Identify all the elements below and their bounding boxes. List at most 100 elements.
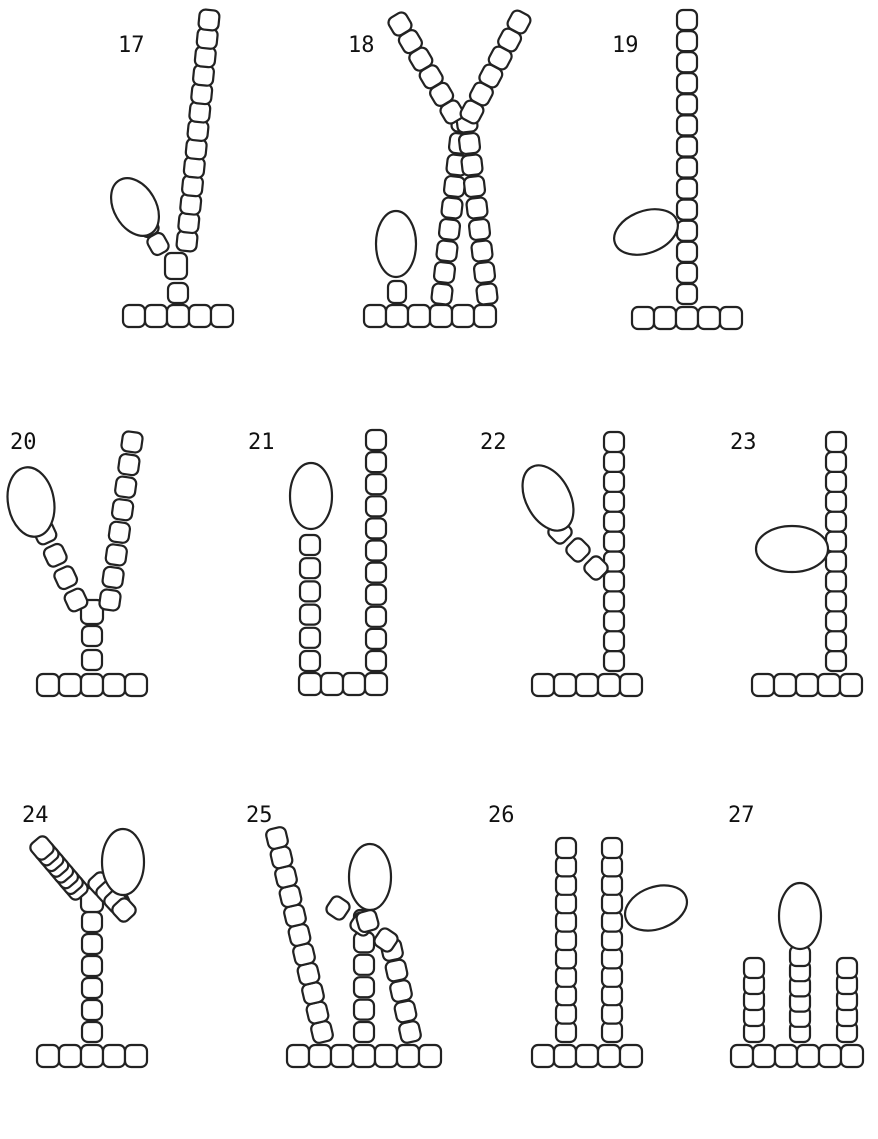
- base-cell: [189, 305, 211, 327]
- figure-label-17: 17: [118, 33, 145, 58]
- base-cell: [299, 673, 321, 695]
- figure-label-24: 24: [22, 803, 49, 828]
- cell: [355, 909, 380, 934]
- cell: [556, 912, 576, 932]
- cell: [677, 94, 697, 114]
- cell: [556, 930, 576, 950]
- cell: [604, 631, 624, 651]
- figure-20-drawing: [2, 431, 147, 696]
- cell: [556, 838, 576, 858]
- base-cell: [796, 674, 818, 696]
- cell: [677, 31, 697, 51]
- base-cell: [103, 1045, 125, 1067]
- base-cell: [81, 1045, 103, 1067]
- cell: [300, 581, 320, 601]
- cell: [461, 154, 483, 176]
- cell: [677, 221, 697, 241]
- cell: [300, 535, 320, 555]
- cell: [82, 1000, 102, 1020]
- base-cell: [321, 673, 343, 695]
- cell: [108, 521, 131, 544]
- cell: [677, 115, 697, 135]
- base-cell: [287, 1045, 309, 1067]
- base-cell: [125, 674, 147, 696]
- cell: [677, 73, 697, 93]
- base-cell: [123, 305, 145, 327]
- base-cell: [774, 674, 796, 696]
- cell: [556, 1022, 576, 1042]
- cell: [556, 893, 576, 913]
- cell: [366, 496, 386, 516]
- cell: [468, 218, 490, 240]
- cell: [300, 628, 320, 648]
- base-cell: [532, 674, 554, 696]
- base-cell: [59, 674, 81, 696]
- cell: [604, 571, 624, 591]
- base-cell: [775, 1045, 797, 1067]
- cell: [102, 566, 125, 589]
- cell: [366, 541, 386, 561]
- cell: [52, 564, 79, 591]
- cell: [604, 512, 624, 532]
- cell: [604, 651, 624, 671]
- cell: [604, 611, 624, 631]
- cell: [431, 283, 453, 305]
- figure-21-drawing: [290, 430, 387, 695]
- base-cell: [331, 1045, 353, 1067]
- cell: [677, 158, 697, 178]
- cell: [82, 626, 102, 646]
- figure-22-drawing: [512, 432, 642, 696]
- base-cell: [309, 1045, 331, 1067]
- cell: [463, 175, 485, 197]
- base-cell: [353, 1045, 375, 1067]
- figure-23-drawing: [752, 432, 862, 696]
- cell: [366, 651, 386, 671]
- base-cell: [452, 305, 474, 327]
- base-cell: [37, 1045, 59, 1067]
- cell: [826, 552, 846, 572]
- base-cell: [211, 305, 233, 327]
- cell: [466, 197, 488, 219]
- oval-body: [619, 877, 694, 938]
- cell: [82, 956, 102, 976]
- base-cell: [343, 673, 365, 695]
- cell: [677, 10, 697, 30]
- cell: [354, 1022, 374, 1042]
- cell: [300, 605, 320, 625]
- base-cell: [386, 305, 408, 327]
- cell: [604, 591, 624, 611]
- oval-body: [376, 211, 416, 277]
- cell: [42, 542, 69, 569]
- base-cell: [720, 307, 742, 329]
- cell: [265, 826, 289, 850]
- cell: [441, 197, 463, 219]
- cell: [677, 52, 697, 72]
- base-cell: [125, 1045, 147, 1067]
- base-cell: [797, 1045, 819, 1067]
- cell: [354, 1000, 374, 1020]
- cell: [443, 175, 465, 197]
- figure-label-21: 21: [248, 430, 275, 455]
- cell: [366, 518, 386, 538]
- cell: [121, 431, 144, 454]
- base-cell: [598, 674, 620, 696]
- cell: [366, 563, 386, 583]
- cell: [388, 281, 406, 303]
- cell: [354, 955, 374, 975]
- figure-25-drawing: [265, 826, 441, 1067]
- cell: [826, 472, 846, 492]
- oval-body: [512, 457, 584, 539]
- cell: [300, 558, 320, 578]
- cell: [602, 985, 622, 1005]
- cell: [105, 544, 128, 567]
- cell: [394, 1000, 418, 1024]
- cell: [99, 589, 122, 612]
- base-cell: [840, 674, 862, 696]
- base-cell: [620, 1045, 642, 1067]
- figure-label-22: 22: [480, 430, 507, 455]
- cell: [826, 492, 846, 512]
- cell: [476, 283, 498, 305]
- base-cell: [364, 305, 386, 327]
- cell: [82, 650, 102, 670]
